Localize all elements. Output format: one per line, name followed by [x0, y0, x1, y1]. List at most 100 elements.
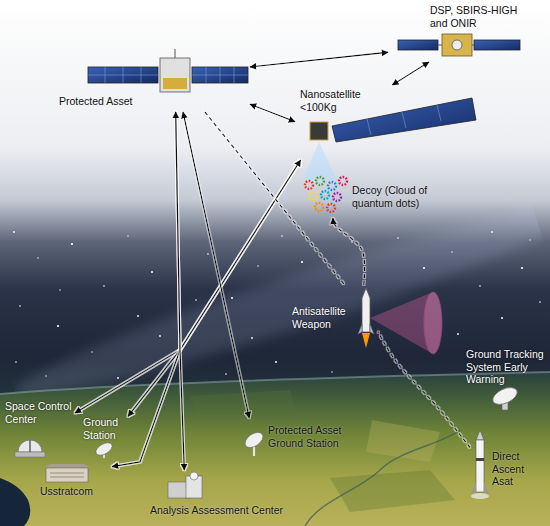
star	[195, 299, 197, 301]
star	[281, 235, 283, 237]
node-label: Direct Ascent Asat	[492, 450, 544, 488]
dish	[94, 440, 115, 458]
rocket-stripe	[476, 458, 484, 461]
quantum-dot	[339, 177, 347, 185]
quantum-dot	[321, 191, 329, 199]
decoy-node: Decoy (Cloud of quantum dots)	[300, 170, 470, 218]
missile-flame	[362, 333, 370, 348]
star	[529, 239, 530, 240]
link-arrow	[180, 160, 301, 470]
node-label: DSP, SBIRS-HIGH and ONIR	[430, 4, 530, 29]
sensor	[452, 40, 462, 50]
tracking-dish	[490, 384, 519, 410]
rocket-body	[476, 440, 484, 492]
ground-node: Ground Station	[80, 414, 128, 460]
star	[151, 271, 153, 273]
connectors	[75, 52, 470, 470]
quantum-dot	[315, 203, 323, 211]
rocket-nose	[476, 430, 484, 440]
satellite-node: Protected Asset	[55, 45, 250, 112]
star	[231, 297, 233, 299]
weapon-node: Antisatellite Weapon	[288, 285, 378, 352]
observatory-base	[15, 452, 45, 457]
star	[301, 261, 303, 263]
asat-missile	[358, 288, 374, 348]
missile-body	[362, 288, 370, 332]
panel-grid	[88, 67, 158, 83]
observatory-dome	[18, 440, 42, 452]
node-label: Antisatellite Weapon	[292, 305, 352, 330]
star	[501, 317, 503, 319]
star	[117, 377, 119, 379]
rooftop-dome	[190, 472, 198, 480]
star	[45, 375, 46, 376]
link-arrow	[250, 104, 295, 122]
ground-node: Usstratcom	[35, 462, 112, 505]
node-label: Decoy (Cloud of quantum dots)	[352, 184, 468, 209]
link-arrow	[333, 218, 365, 285]
panel-grid	[192, 67, 248, 83]
ground-node: Analysis Assessment Center	[145, 470, 300, 522]
tracking-beam	[370, 292, 442, 354]
quantum-dot	[305, 181, 313, 189]
rocket-fin	[484, 482, 489, 494]
ground-node: Protected Asset Ground Station	[240, 418, 352, 462]
quantum-dot	[333, 193, 341, 201]
node-label: Protected Asset Ground Station	[268, 424, 348, 449]
protected-asset-satellite	[88, 49, 248, 92]
antenna	[175, 49, 176, 58]
solar-panel	[332, 98, 476, 142]
star	[57, 325, 59, 327]
star	[257, 265, 258, 266]
dsp-satellite	[398, 34, 520, 56]
link-arrow	[205, 112, 345, 285]
lake	[0, 478, 30, 526]
node-label: Protected Asset	[59, 95, 139, 108]
star	[397, 237, 399, 239]
star	[539, 301, 541, 303]
star	[207, 253, 209, 255]
terrain	[0, 372, 550, 526]
solar-panel	[474, 40, 520, 50]
quantum-dot	[328, 182, 336, 190]
gold-foil	[163, 78, 187, 89]
dish	[490, 384, 519, 408]
launcher-node: Direct Ascent Asat	[470, 420, 548, 500]
solar-panel	[398, 40, 438, 50]
star	[91, 351, 92, 352]
rocket-fin	[471, 482, 476, 494]
protected-asset-ground-dish	[242, 429, 265, 456]
beam-cone	[370, 292, 442, 354]
star	[15, 361, 17, 363]
star	[103, 285, 105, 287]
usstratcom-building	[44, 464, 90, 482]
roof	[44, 464, 90, 468]
ground-station-dish	[94, 440, 115, 458]
node-label: Nanosatellite <100Kg	[300, 88, 370, 113]
link-arrow	[378, 332, 470, 448]
dish	[242, 429, 265, 450]
satellite-body	[310, 122, 328, 140]
quantum-dot	[316, 177, 324, 185]
link-arrow	[75, 160, 301, 413]
star	[59, 289, 60, 290]
satellite-body	[442, 34, 472, 56]
launch-smoke	[471, 493, 489, 499]
space-control-center	[15, 440, 45, 457]
field-patch	[190, 390, 296, 414]
node-label: Ground Tracking System Early Warning	[466, 348, 546, 386]
star	[159, 335, 161, 337]
node-label: Analysis Assessment Center	[150, 504, 295, 517]
star	[457, 333, 459, 335]
star	[71, 243, 73, 245]
solar-panel	[88, 67, 158, 83]
link-arrow	[75, 112, 180, 413]
link-arrow	[392, 62, 429, 85]
ground-node: Space Control Center	[2, 398, 75, 458]
star	[351, 241, 353, 243]
satellite-node: Nanosatellite <100Kg	[295, 85, 480, 160]
decoy-cone	[303, 142, 337, 180]
star	[521, 267, 523, 269]
star	[37, 257, 38, 258]
